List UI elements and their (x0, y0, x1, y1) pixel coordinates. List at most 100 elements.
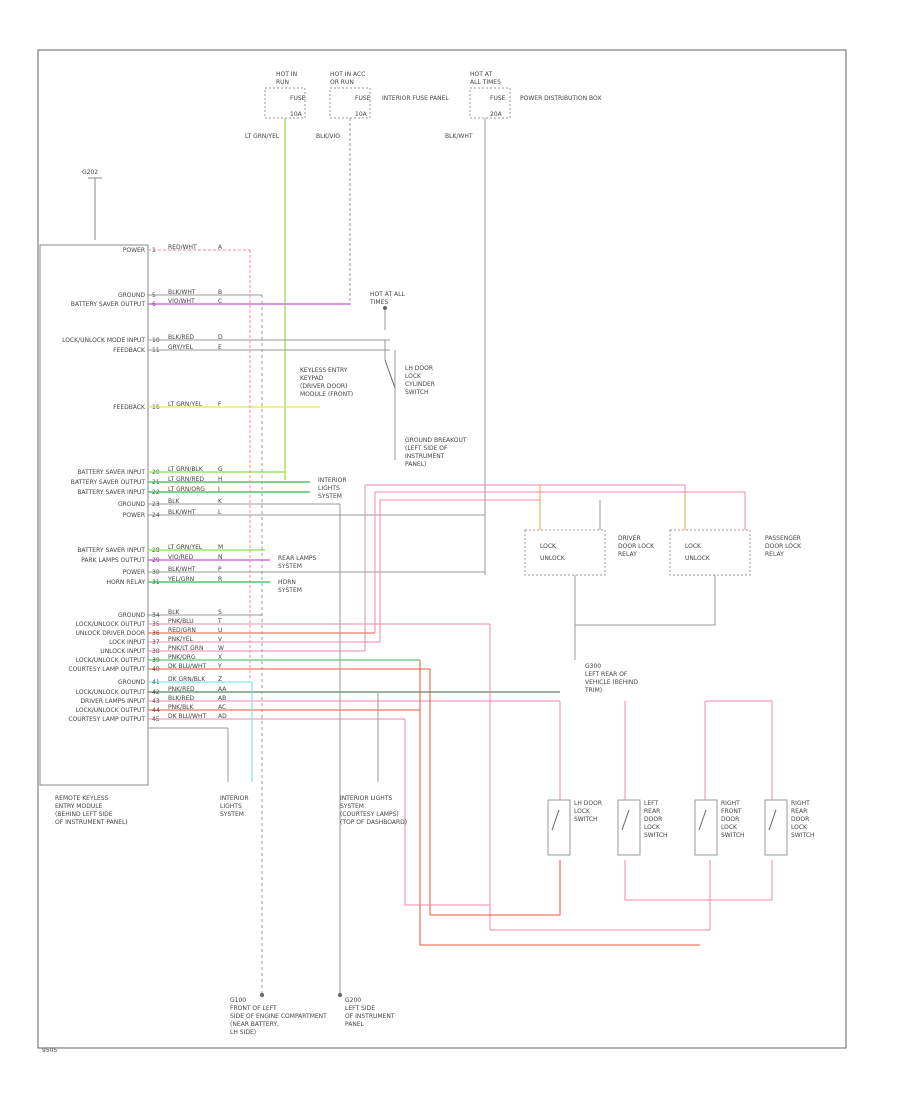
svg-text:MODULE (FRONT): MODULE (FRONT) (300, 391, 353, 398)
wire-pink-upper-loop-2 (374, 491, 746, 633)
svg-text:PANEL): PANEL) (405, 461, 426, 468)
svg-text:HORN: HORN (278, 579, 296, 586)
module-wire-code: S (218, 609, 222, 616)
module-wire-code: A (218, 244, 223, 251)
svg-text:KEYLESS ENTRY: KEYLESS ENTRY (300, 367, 348, 374)
actuator-box (764, 799, 788, 856)
actuator-box (617, 799, 641, 856)
module-wire-color: DK GRN/BLK (168, 676, 206, 683)
module-pin-label: UNLOCK DRIVER DOOR (75, 630, 145, 637)
svg-text:UNLOCK: UNLOCK (540, 555, 566, 562)
actuator-label: SWITCH (574, 816, 598, 823)
svg-text:INTERIOR: INTERIOR (318, 477, 347, 484)
module-pin-label: BATTERY SAVER OUTPUT (71, 479, 146, 486)
module-pin-label: GROUND (118, 612, 145, 619)
module-pin-label: LOCK/UNLOCK OUTPUT (76, 707, 146, 714)
module-wire-code: R (218, 576, 222, 583)
actuator-label: DOOR (721, 816, 739, 823)
module-wire-code: W (218, 645, 224, 652)
actuator-switch-symbol (621, 809, 630, 831)
actuator-label: RIGHT (721, 800, 740, 807)
svg-text:DRIVER: DRIVER (618, 535, 641, 542)
module-wire-color: LT GRN/BLK (168, 466, 204, 473)
module-wire-color: PNK/BLK (168, 704, 195, 711)
svg-text:PASSENGER: PASSENGER (765, 535, 801, 542)
svg-text:OR RUN: OR RUN (330, 79, 354, 86)
module-pin-label: PARK LAMPS OUTPUT (81, 557, 145, 564)
module-pin-label: LOCK INPUT (109, 639, 145, 646)
svg-text:INTERIOR FUSE PANEL: INTERIOR FUSE PANEL (382, 95, 449, 102)
relay-driver: LOCK UNLOCK DRIVER DOOR LOCK RELAY (524, 529, 655, 576)
svg-text:20A: 20A (490, 111, 503, 118)
svg-text:SYSTEM: SYSTEM (220, 811, 244, 818)
actuator-label: DOOR (791, 816, 809, 823)
svg-text:LOCK: LOCK (540, 543, 557, 550)
module-wire-code: L (218, 509, 222, 516)
module-wire-code: C (218, 298, 222, 305)
module-pin-label: HORN RELAY (106, 579, 145, 586)
svg-text:LIGHTS: LIGHTS (220, 803, 242, 810)
svg-text:INTERIOR: INTERIOR (220, 795, 249, 802)
svg-text:DOOR LOCK: DOOR LOCK (618, 543, 655, 550)
bottom-interior-left: INTERIOR LIGHTS SYSTEM (220, 795, 249, 818)
module-caption: REMOTE KEYLESS ENTRY MODULE (BEHIND LEFT… (55, 795, 128, 826)
module-pin-label: GROUND (118, 679, 145, 686)
module-wire-code: B (218, 289, 222, 296)
module-wire-color: BLK/RED (168, 334, 194, 341)
module-wire-code: K (218, 498, 223, 505)
fuse-box-2: HOT IN ACC OR RUN FUSE 10A INTERIOR FUSE… (329, 71, 449, 119)
actuator-label: SWITCH (721, 832, 745, 839)
svg-text:(NEAR BATTERY,: (NEAR BATTERY, (230, 1021, 279, 1028)
actuator-label: REAR (644, 808, 660, 815)
svg-text:OF INSTRUMENT: OF INSTRUMENT (345, 1013, 395, 1020)
svg-text:BLK/WHT: BLK/WHT (445, 133, 473, 140)
svg-text:FUSE: FUSE (490, 95, 506, 102)
hot-at-all-times-terminal: HOT AT ALL TIMES (369, 291, 405, 330)
wire-actuator-loop-2 (419, 660, 700, 946)
module-pin-label: LOCK/UNLOCK OUTPUT (76, 657, 146, 664)
module-pin-label: FEEDBACK (113, 347, 146, 354)
module-wire-code: D (218, 334, 223, 341)
module-pin-label: BATTERY SAVER INPUT (77, 547, 145, 554)
actuator-switch-symbol (551, 809, 560, 831)
fuse-box-1: HOT IN RUN FUSE 10A (264, 71, 306, 119)
module-wire-code: F (218, 401, 222, 408)
actuator-label: DOOR (644, 816, 662, 823)
svg-text:RELAY: RELAY (765, 551, 784, 558)
module-wire-code: N (218, 554, 223, 561)
svg-text:SYSTEM: SYSTEM (278, 563, 302, 570)
ground-note-g300: G300 LEFT REAR OF VEHICLE (BEHIND TRIM) (584, 663, 638, 694)
svg-text:FUSE: FUSE (355, 95, 371, 102)
module-pin-label: LOCK/UNLOCK OUTPUT (76, 621, 146, 628)
svg-text:G200: G200 (345, 997, 361, 1004)
actuator-label: LOCK (791, 824, 808, 831)
actuator-box (694, 799, 718, 856)
module-wire-code: P (218, 566, 222, 573)
wire-relay-ground (574, 575, 716, 626)
svg-text:RELAY: RELAY (618, 551, 637, 558)
module-wire-color: LT GRN/ORG (168, 486, 205, 493)
module-wire-code: M (218, 544, 223, 551)
svg-text:10A: 10A (290, 111, 303, 118)
svg-text:SYSTEM: SYSTEM (318, 493, 342, 500)
module-pin-label: LOCK/UNLOCK MODE INPUT (62, 337, 145, 344)
svg-text:TRIM): TRIM) (584, 687, 602, 694)
actuator-label: RIGHT (791, 800, 810, 807)
svg-text:FRONT OF LEFT: FRONT OF LEFT (230, 1005, 277, 1012)
module-wire-color: BLK/RED (168, 695, 194, 702)
ground-note-left-panel: GROUND BREAKOUT (LEFT SIDE OF INSTRUMENT… (405, 437, 467, 468)
svg-text:LT GRN/YEL: LT GRN/YEL (245, 133, 280, 140)
rear-lamps-note: REAR LAMPS SYSTEM (278, 555, 317, 570)
module-wire-color: YEL/GRN (167, 576, 194, 583)
module-wire-color: DK BLU/WHT (168, 663, 206, 670)
module-wire-code: G (218, 466, 223, 473)
svg-text:SYSTEM: SYSTEM (340, 803, 364, 810)
svg-text:G100: G100 (230, 997, 246, 1004)
actuator-label: SWITCH (644, 832, 668, 839)
svg-text:G202: G202 (82, 169, 98, 176)
actuator-label: LOCK (644, 824, 661, 831)
svg-text:(LEFT SIDE OF: (LEFT SIDE OF (405, 445, 448, 452)
